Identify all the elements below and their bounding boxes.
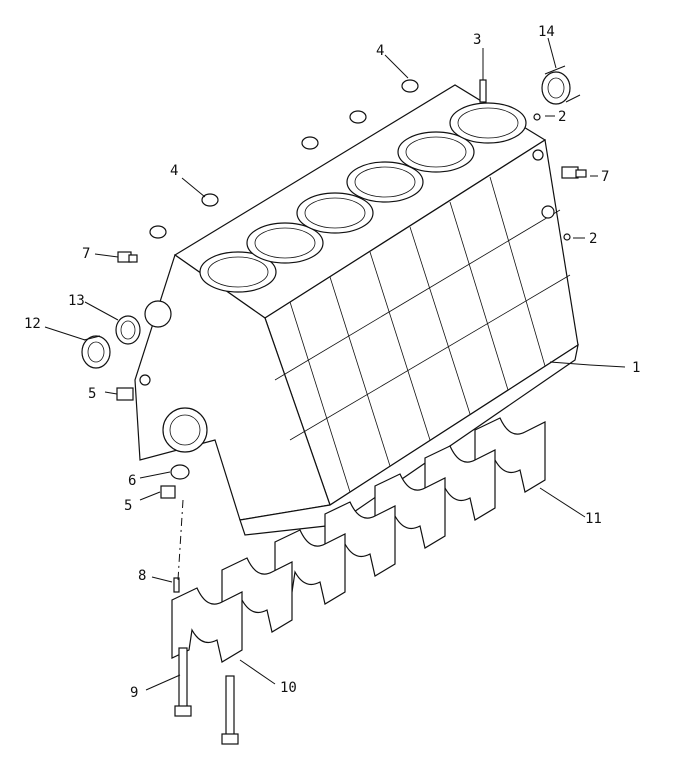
- callout-2-top: 2: [558, 109, 566, 125]
- callout-7-right: 7: [601, 169, 609, 185]
- callout-8: 8: [138, 568, 146, 584]
- bearing-caps: [171, 417, 546, 663]
- plug-5-lower: [160, 485, 176, 499]
- dowel-8: [173, 577, 180, 593]
- end-face-bore: [144, 300, 172, 328]
- plug-5-upper: [116, 387, 134, 401]
- bearing-cap-10: [171, 587, 243, 663]
- callout-labels: 1 2 2 3 4 4 5 5 6 7 7 8 9 10 11 12 13 14: [24, 24, 640, 701]
- leader-lines: [44, 37, 626, 691]
- expansion-plugs: [149, 79, 419, 239]
- fitting-left: [117, 251, 138, 263]
- bushing-12: [81, 335, 111, 369]
- callout-1: 1: [632, 360, 640, 376]
- cylinder-bores: [199, 102, 527, 293]
- callout-13: 13: [68, 293, 85, 309]
- callout-3: 3: [473, 32, 481, 48]
- alignment-centerline: [177, 499, 184, 581]
- dowel-pin: [479, 79, 487, 103]
- callout-6: 6: [128, 473, 136, 489]
- plug-small-top: [533, 113, 541, 121]
- callout-11: 11: [585, 511, 602, 527]
- callout-9: 9: [130, 685, 138, 701]
- block-end-face: [134, 254, 331, 521]
- fitting-right: [561, 166, 587, 179]
- engine-block: [134, 84, 579, 536]
- plug-small-side: [563, 233, 571, 241]
- callout-12: 12: [24, 316, 41, 332]
- callout-14: 14: [538, 24, 555, 40]
- seal-ring: [170, 464, 190, 480]
- bushing-13: [115, 315, 141, 345]
- callout-5-upper: 5: [88, 386, 96, 402]
- callout-7-left: 7: [82, 246, 90, 262]
- block-ribs: [274, 176, 571, 493]
- crank-bore: [162, 407, 208, 453]
- callout-10: 10: [280, 680, 297, 696]
- callout-2-side: 2: [589, 231, 597, 247]
- block-skirt: [239, 343, 579, 536]
- cap-bolts: [174, 647, 239, 745]
- bushing-top: [541, 65, 581, 105]
- callout-5-lower: 5: [124, 498, 132, 514]
- callout-4-top: 4: [376, 43, 384, 59]
- callout-4-left: 4: [170, 163, 178, 179]
